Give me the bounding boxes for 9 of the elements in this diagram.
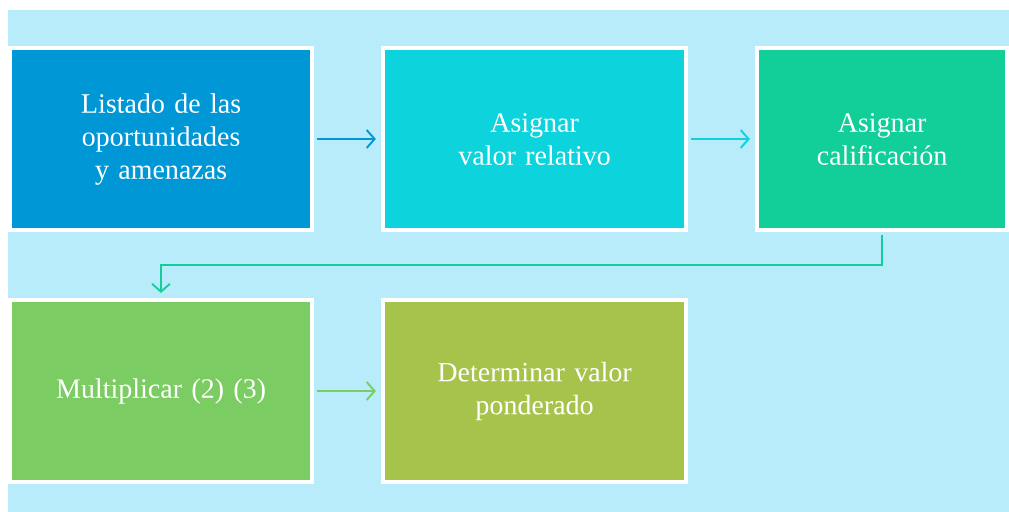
process-box: Asignar valor relativo — [381, 46, 688, 232]
arrow — [316, 381, 376, 401]
arrow — [316, 129, 376, 149]
process-box: Asignar calificación — [755, 46, 1009, 232]
arrow — [151, 234, 883, 293]
process-box: Determinar valor ponderado — [381, 298, 688, 484]
process-box: Multiplicar (2) (3) — [8, 298, 314, 484]
arrow — [690, 129, 750, 149]
process-box: Listado de las oportunidades y amenazas — [8, 46, 314, 232]
